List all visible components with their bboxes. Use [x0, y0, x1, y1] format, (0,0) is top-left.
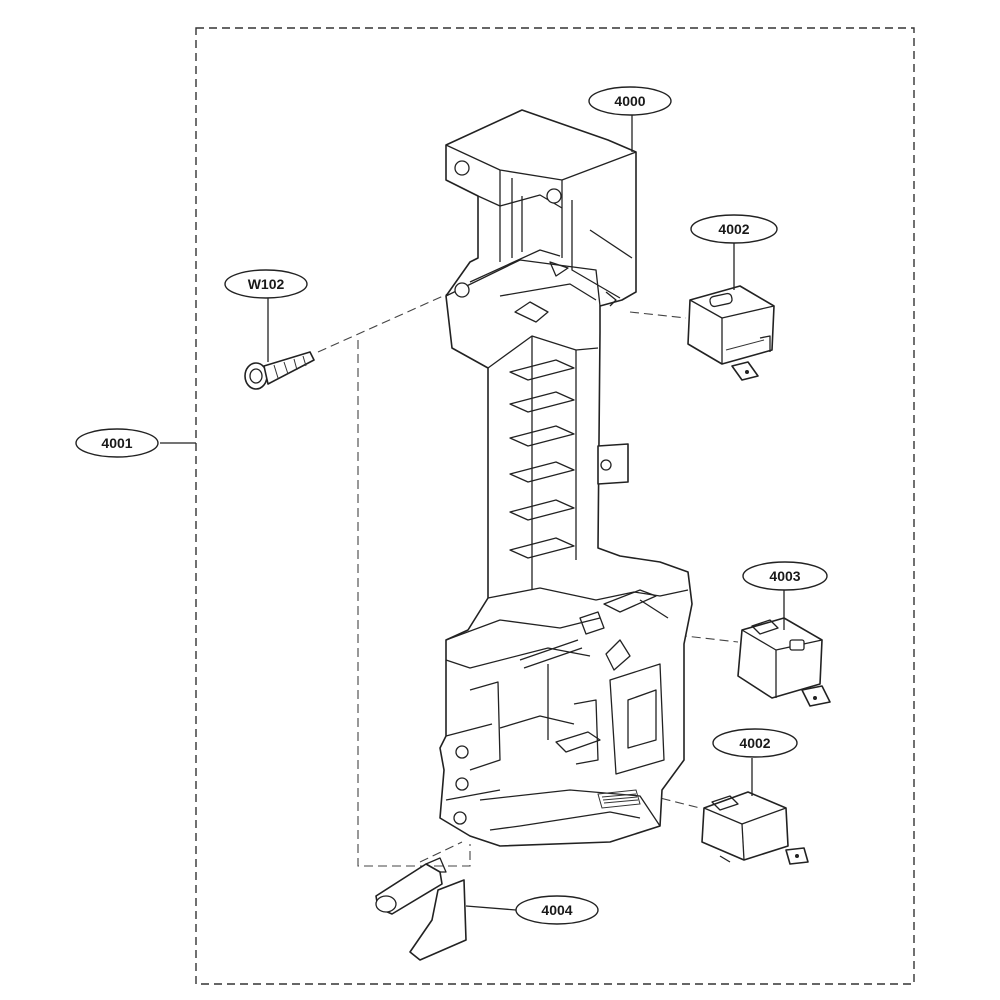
callout-4002-upper-text: 4002 [718, 221, 749, 237]
leader-lines [160, 114, 785, 911]
callout-4004: 4004 [515, 895, 599, 925]
callout-w102-text: W102 [248, 276, 285, 292]
lever-4004 [375, 857, 467, 961]
callout-4002-lower: 4002 [712, 728, 798, 758]
callout-4004-text: 4004 [541, 902, 572, 918]
callout-4002-lower-text: 4002 [739, 735, 770, 751]
latch-board-bracket [439, 109, 693, 847]
callout-4001: 4001 [75, 428, 159, 458]
callout-4000: 4000 [588, 86, 672, 116]
callout-4002-upper: 4002 [690, 214, 778, 244]
callout-4003: 4003 [742, 561, 828, 591]
micro-switch-4002-lower [701, 791, 809, 865]
callout-4001-text: 4001 [101, 435, 132, 451]
assembly-boundary-box [195, 27, 915, 985]
callout-4000-text: 4000 [614, 93, 645, 109]
callout-w102: W102 [224, 269, 308, 299]
micro-switch-4003 [737, 617, 831, 707]
micro-switch-4002-upper [687, 285, 775, 381]
screw-w102 [244, 351, 315, 390]
callout-4003-text: 4003 [769, 568, 800, 584]
